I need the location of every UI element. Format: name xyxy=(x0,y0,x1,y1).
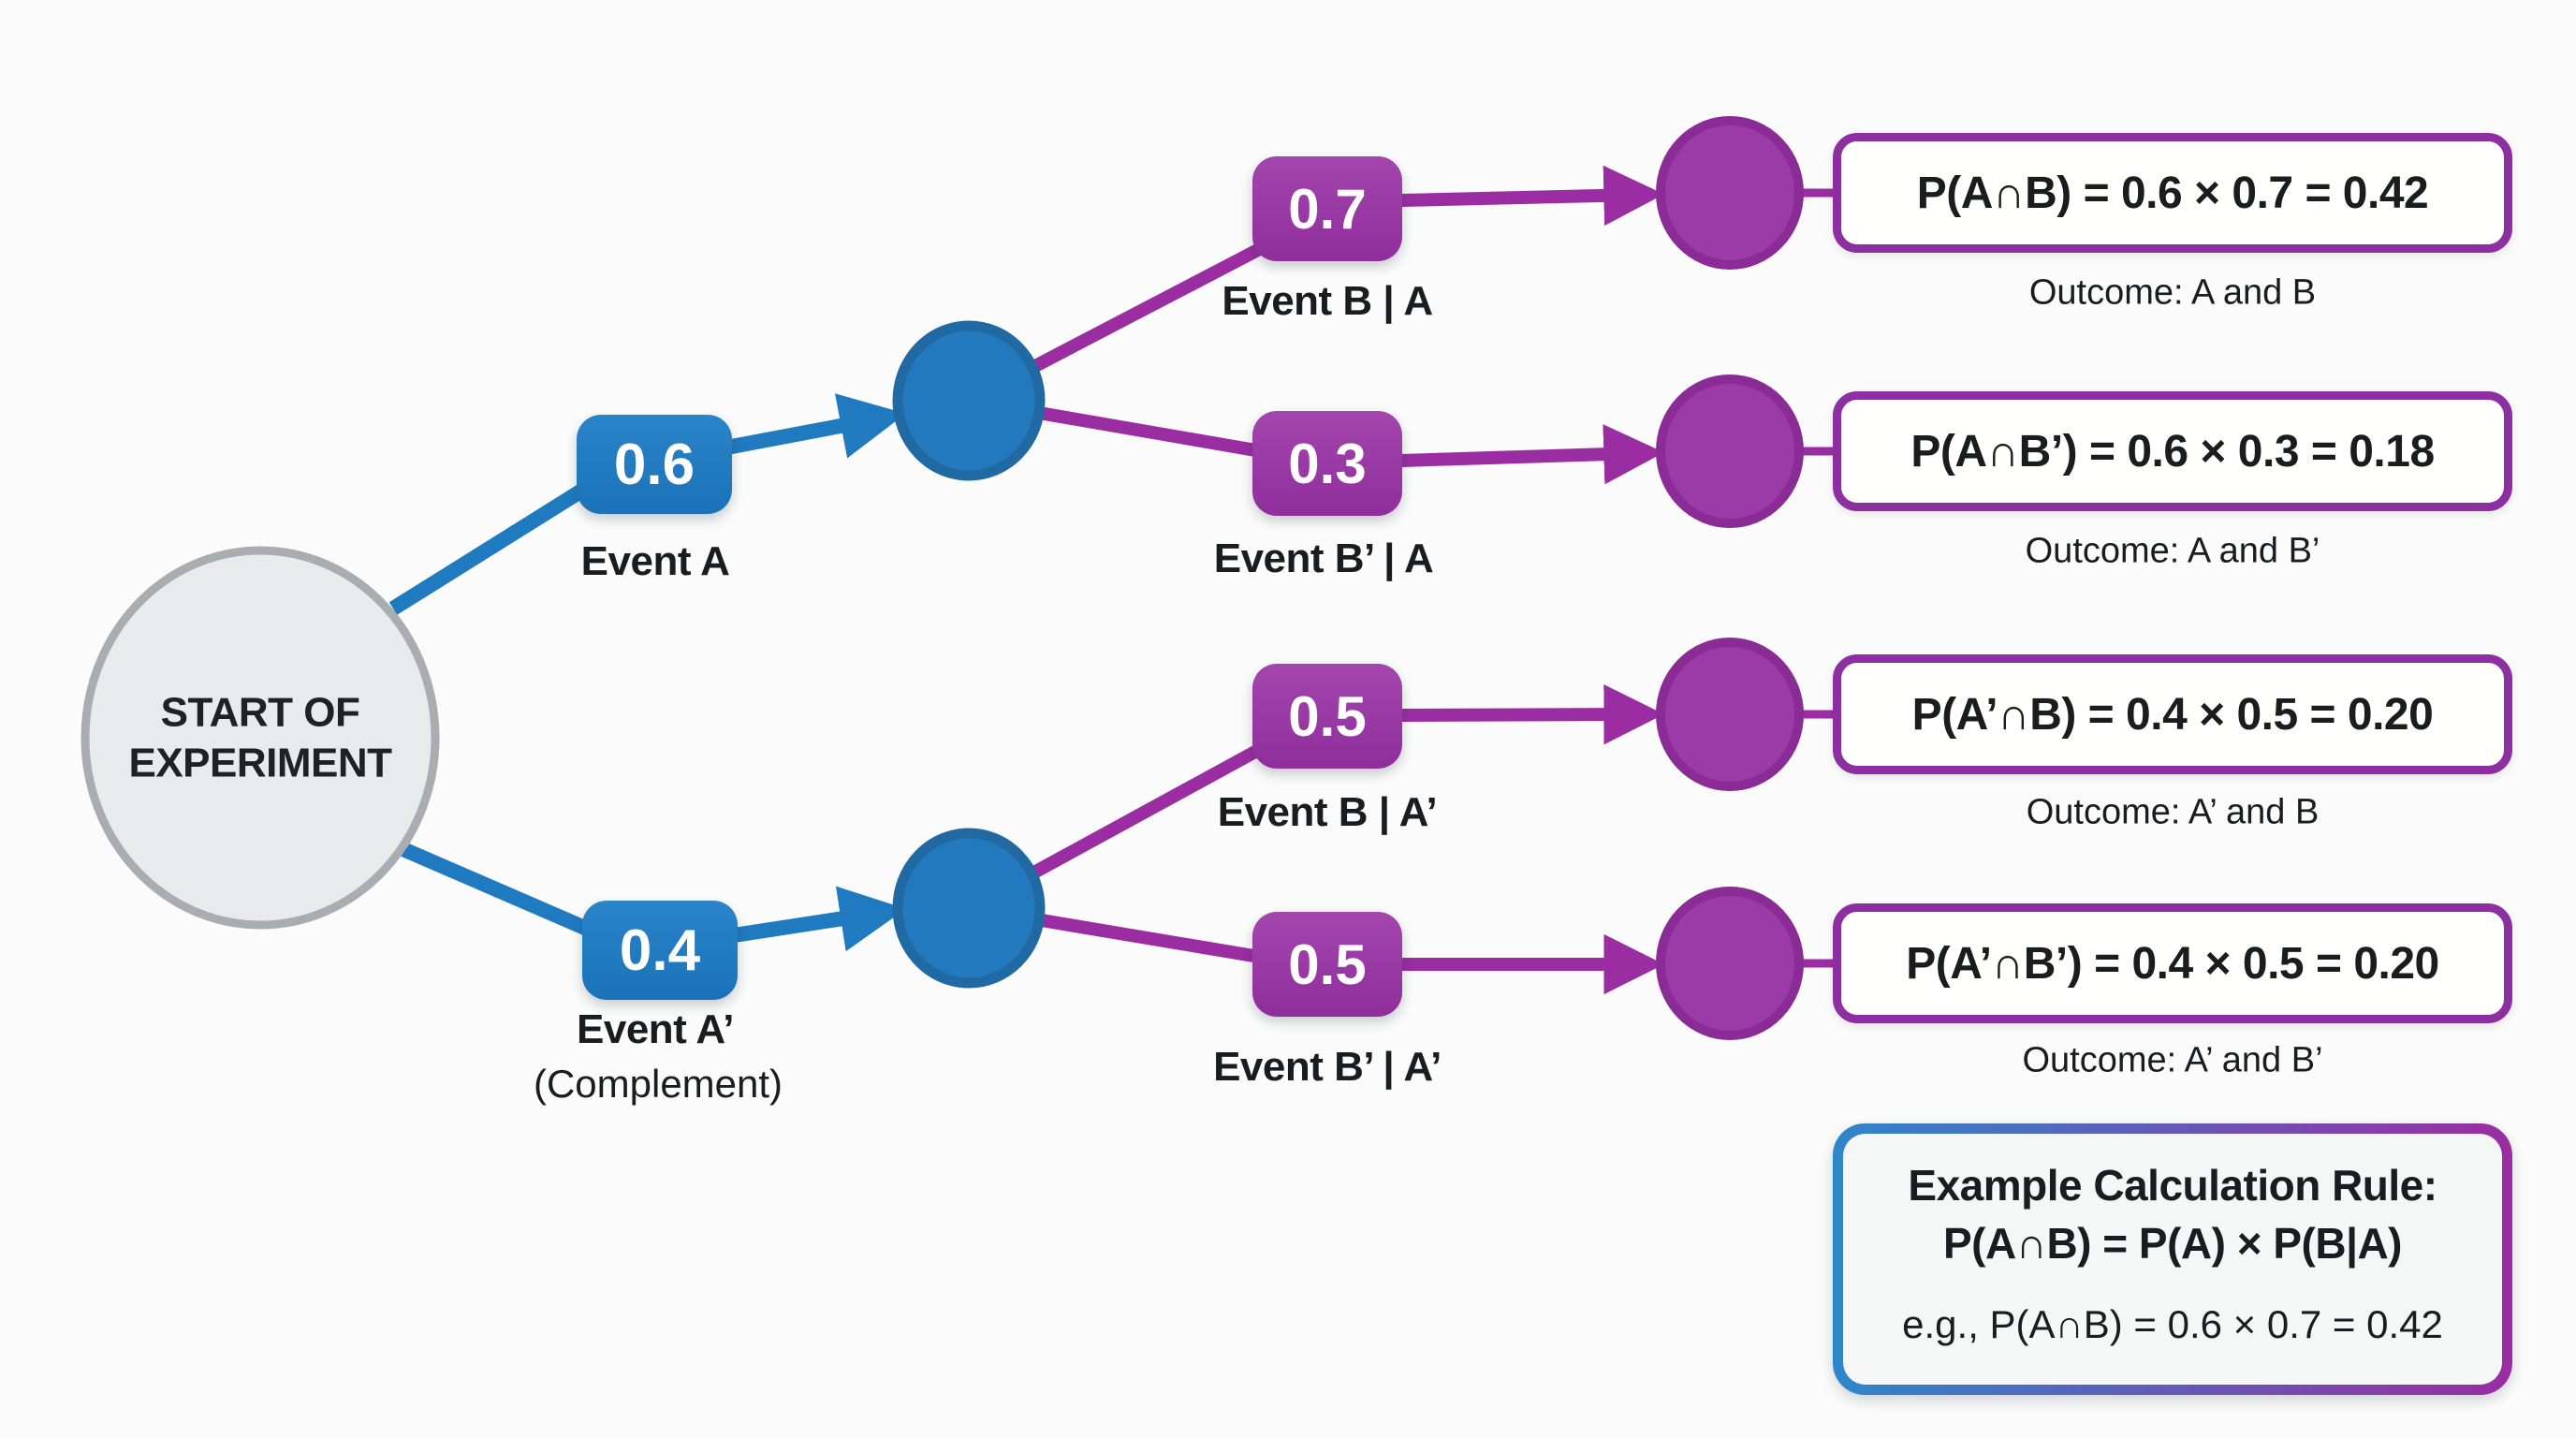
outcome-caption-a-prime-b-prime: Outcome: A’ and B’ xyxy=(2022,1040,2323,1080)
result-equation: P(A∩B) = 0.6 × 0.7 = 0.42 xyxy=(1916,168,2429,218)
probability-box-a: 0.6 xyxy=(577,415,732,514)
label-event-b-prime-given-a: Event B’ | A xyxy=(1213,536,1434,581)
result-equation: P(A’∩B) = 0.4 × 0.5 = 0.20 xyxy=(1911,689,2434,740)
result-equation: P(A’∩B’) = 0.4 × 0.5 = 0.20 xyxy=(1906,938,2439,989)
branch-arrow-to-leaf-a-prime-b xyxy=(1400,683,1664,745)
probability-box-a-prime: 0.4 xyxy=(582,901,738,1000)
label-event-b-given-a-prime: Event B | A’ xyxy=(1217,789,1438,835)
label-event-a: Event A xyxy=(580,538,730,584)
branch-arrow-to-leaf-ab-prime xyxy=(1400,424,1664,485)
probability-box-b-given-a: 0.7 xyxy=(1252,156,1402,261)
rule-formula: P(A∩B) = P(A) × P(B|A) xyxy=(1943,1219,2403,1268)
label-event-a-prime: Event A’ xyxy=(577,1006,734,1052)
label-complement-note: (Complement) xyxy=(533,1062,783,1106)
node-event-a xyxy=(892,320,1046,481)
result-box-a-prime-b: P(A’∩B) = 0.4 × 0.5 = 0.20 xyxy=(1833,654,2512,774)
result-box-ab: P(A∩B) = 0.6 × 0.7 = 0.42 xyxy=(1833,133,2512,253)
probability-value: 0.6 xyxy=(613,432,695,497)
node-event-a-prime xyxy=(892,828,1046,989)
probability-value: 0.3 xyxy=(1288,432,1367,495)
result-box-a-prime-b-prime: P(A’∩B’) = 0.4 × 0.5 = 0.20 xyxy=(1833,903,2512,1023)
probability-value: 0.5 xyxy=(1288,684,1367,748)
branch-arrow-to-leaf-ab xyxy=(1400,165,1664,227)
result-box-ab-prime: P(A∩B’) = 0.6 × 0.3 = 0.18 xyxy=(1833,391,2512,511)
leaf-node-a-prime-b-prime xyxy=(1656,887,1804,1040)
label-event-b-given-a: Event B | A xyxy=(1222,278,1433,324)
probability-value: 0.7 xyxy=(1288,177,1367,241)
outcome-caption-ab-prime: Outcome: A and B’ xyxy=(2025,531,2320,571)
result-equation: P(A∩B’) = 0.6 × 0.3 = 0.18 xyxy=(1910,426,2435,477)
leaf-node-ab-prime xyxy=(1656,374,1804,528)
label-event-b-prime-given-a-prime: Event B’ | A’ xyxy=(1213,1044,1442,1090)
root-node-label: START OF EXPERIMENT xyxy=(128,689,392,785)
calculation-rule-inner: Example Calculation Rule: P(A∩B) = P(A) … xyxy=(1843,1134,2502,1385)
rule-title: Example Calculation Rule: xyxy=(1908,1161,2437,1210)
probability-value: 0.4 xyxy=(619,917,701,983)
outcome-caption-ab: Outcome: A and B xyxy=(2028,272,2317,313)
root-node-circle xyxy=(80,546,440,930)
probability-box-b-prime-given-a: 0.3 xyxy=(1252,411,1402,516)
calculation-rule-box: Example Calculation Rule: P(A∩B) = P(A) … xyxy=(1833,1123,2512,1395)
leaf-node-a-prime-b xyxy=(1656,638,1804,791)
probability-value: 0.5 xyxy=(1288,932,1367,996)
probability-box-b-prime-given-a-prime: 0.5 xyxy=(1252,912,1402,1017)
leaf-node-ab xyxy=(1656,116,1804,270)
probability-box-b-given-a-prime: 0.5 xyxy=(1252,664,1402,769)
outcome-caption-a-prime-b: Outcome: A’ and B xyxy=(2026,792,2320,832)
rule-example: e.g., P(A∩B) = 0.6 × 0.7 = 0.42 xyxy=(1902,1302,2443,1346)
